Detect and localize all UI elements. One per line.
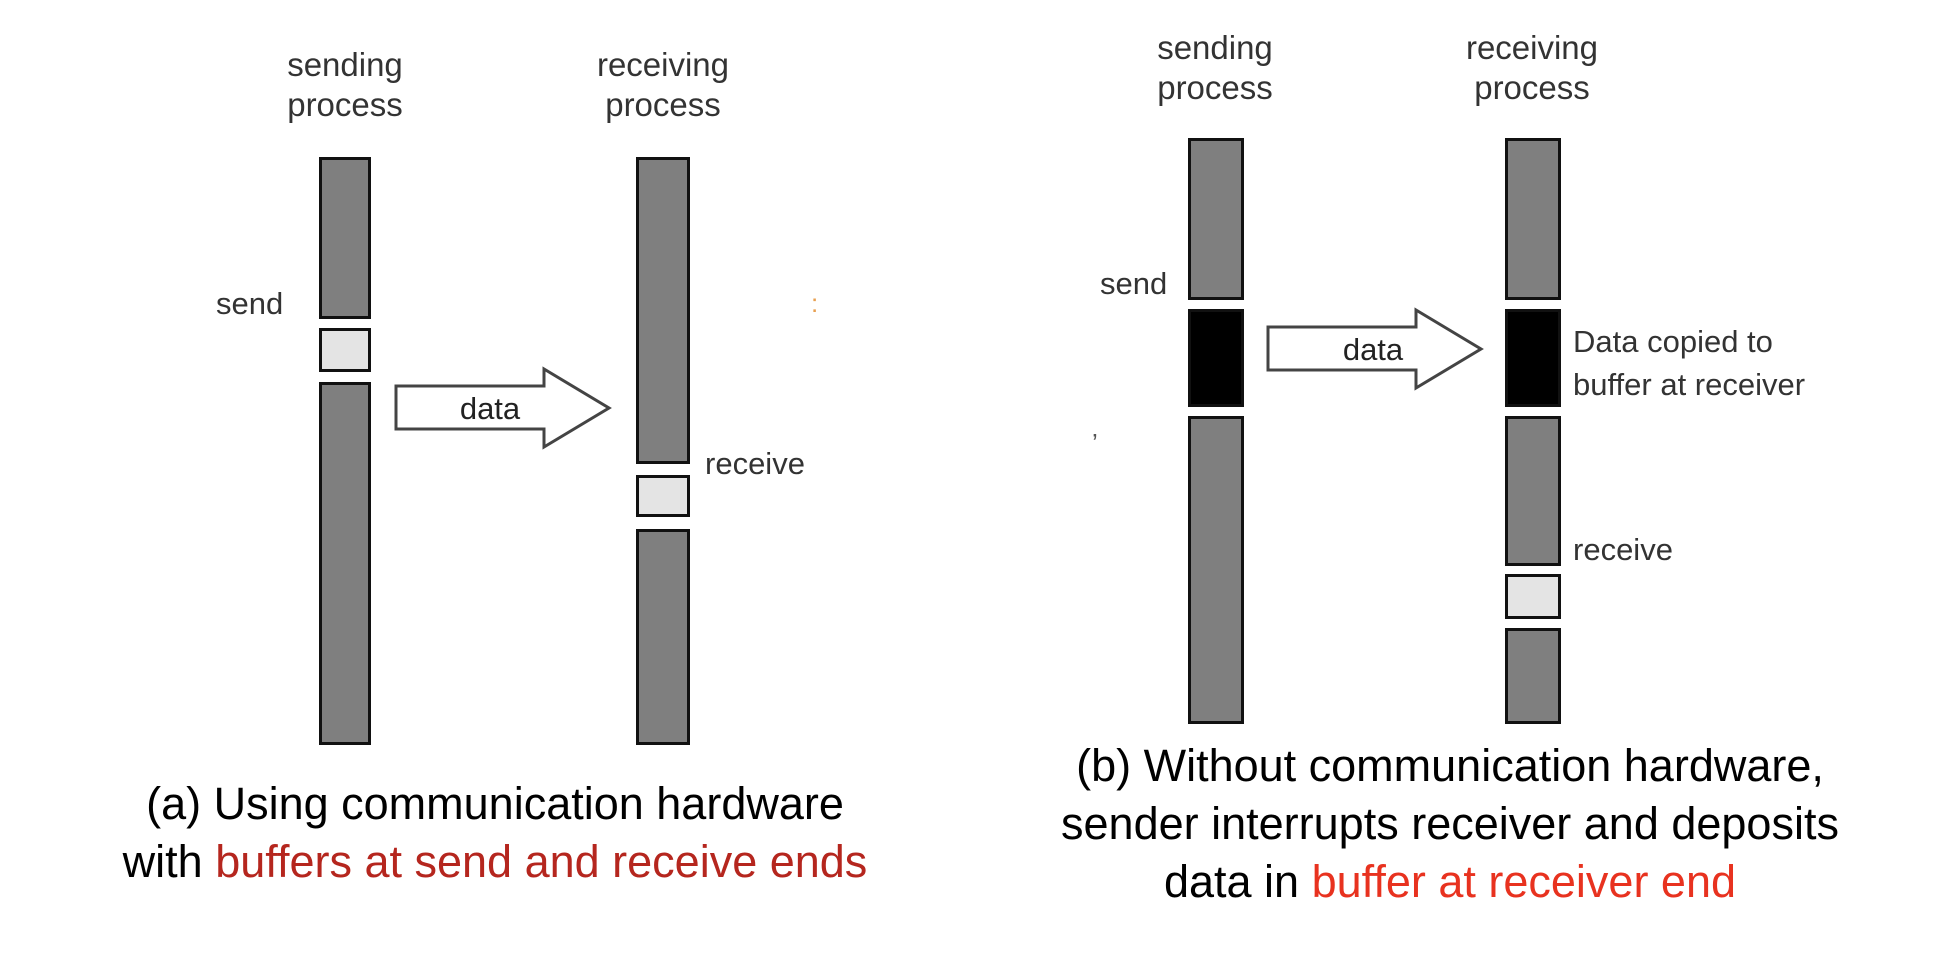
data-arrow — [1266, 307, 1484, 391]
caption-a: (a) Using communication hardware with bu… — [60, 775, 930, 891]
receive-buffer — [1505, 574, 1561, 619]
send-label: send — [216, 286, 284, 321]
receiving-timeline-segment — [1505, 416, 1561, 566]
header-line: receiving — [596, 46, 730, 83]
send-buffer — [319, 328, 371, 372]
data-arrow — [394, 366, 612, 450]
sending-timeline-segment — [1188, 416, 1244, 724]
receiving-timeline-segment — [1505, 138, 1561, 300]
receive-label: receive — [705, 446, 805, 481]
header-line: process — [1157, 69, 1273, 106]
receiving-timeline-segment — [1505, 628, 1561, 724]
sending-timeline-segment — [319, 157, 371, 319]
caption-b-line3: data in buffer at receiver end — [1000, 853, 1900, 911]
data-arrow-label: data — [1342, 332, 1404, 367]
receiving-process-header: receiving process — [563, 45, 763, 125]
caption-a-line1: (a) Using communication hardware — [146, 778, 844, 829]
receiving-process-header: receiving process — [1432, 28, 1632, 108]
header-line: process — [1474, 69, 1590, 106]
caption-b: (b) Without communication hardware, send… — [1000, 737, 1900, 911]
sending-timeline-segment — [1188, 138, 1244, 300]
caption-b-line2: sender interrupts receiver and deposits — [1061, 798, 1839, 849]
buffer-note-line: Data copied to — [1573, 324, 1773, 359]
caption-a-line2: with buffers at send and receive ends — [60, 833, 930, 891]
receiving-timeline-segment — [636, 529, 690, 745]
receive-buffer — [636, 475, 690, 517]
sending-process-header: sending process — [245, 45, 445, 125]
interrupt-block — [1188, 309, 1244, 407]
header-line: sending — [1157, 29, 1273, 66]
caption-b-prefix: data in — [1163, 856, 1312, 907]
header-line: process — [605, 86, 721, 123]
buffer-note: Data copied to buffer at receiver — [1573, 320, 1805, 406]
receive-label: receive — [1573, 532, 1673, 567]
caption-a-highlight: buffers at send and receive ends — [215, 836, 868, 887]
caption-b-line1: (b) Without communication hardware, — [1076, 740, 1824, 791]
stray-mark: : — [811, 288, 819, 318]
send-label: send — [1100, 266, 1168, 301]
header-line: sending — [287, 46, 403, 83]
receiving-timeline-segment — [636, 157, 690, 464]
header-line: process — [287, 86, 403, 123]
buffer-note-line: buffer at receiver — [1573, 367, 1806, 402]
caption-b-highlight: buffer at receiver end — [1311, 856, 1737, 907]
caption-a-prefix: with — [122, 836, 216, 887]
stray-mark: ’ — [1092, 428, 1098, 458]
data-arrow-label: data — [459, 391, 521, 426]
header-line: receiving — [1465, 29, 1599, 66]
receiver-buffer-block — [1505, 309, 1561, 407]
sending-process-header: sending process — [1115, 28, 1315, 108]
sending-timeline-segment — [319, 382, 371, 745]
